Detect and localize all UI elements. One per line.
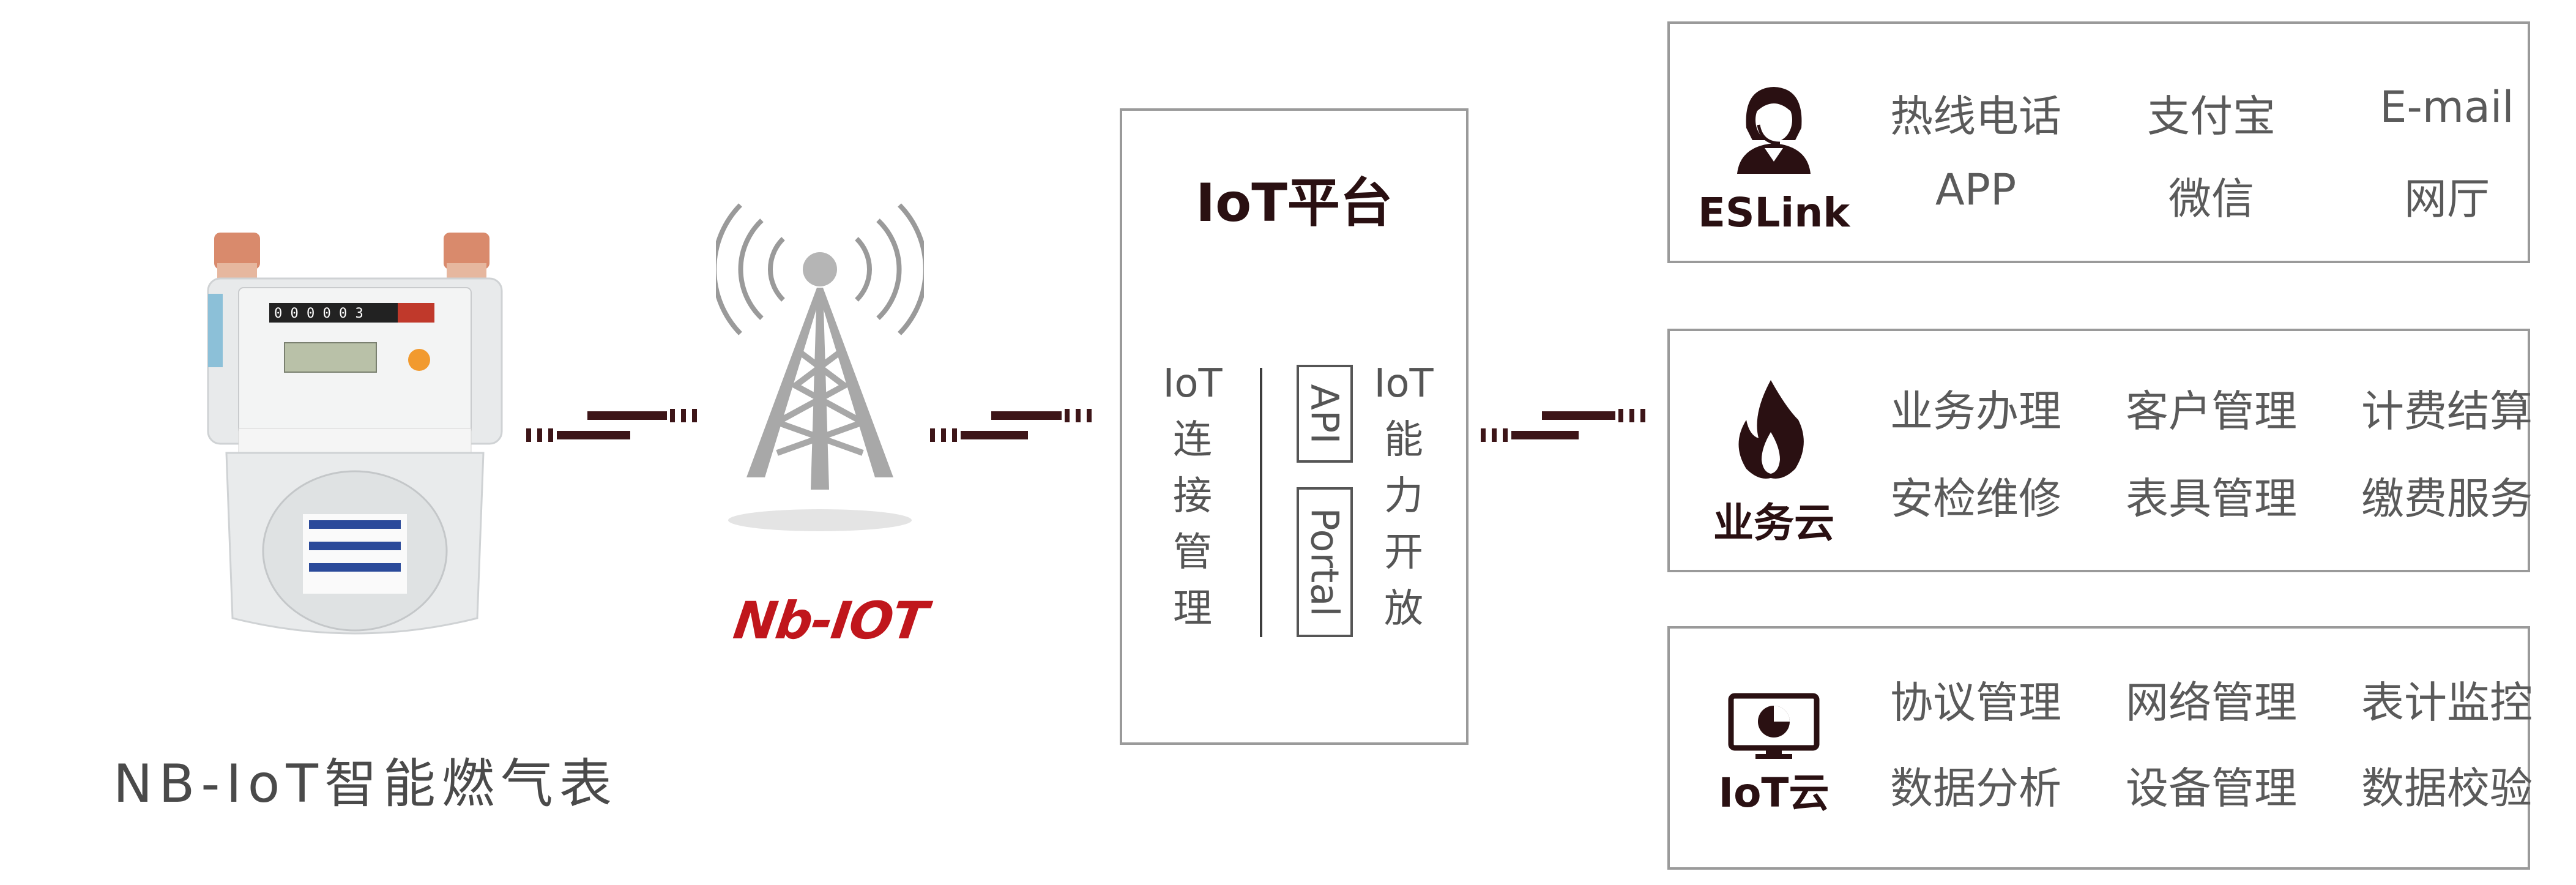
panel-label: 业务云 bbox=[1713, 499, 1834, 547]
svg-text:0 0 0 0 0 3: 0 0 0 0 0 3 bbox=[274, 306, 363, 321]
platform-left-column: IoT 连 接 管 理 bbox=[1159, 356, 1226, 637]
meter-caption: NB-IoT智能燃气表 bbox=[113, 753, 618, 815]
service-item: 安检维修 bbox=[1890, 474, 2061, 524]
service-item: 热线电话 bbox=[1890, 91, 2061, 141]
nb-iot-logo: Nb-IOT bbox=[730, 591, 931, 651]
panel-label: IoT云 bbox=[1718, 769, 1830, 816]
person-headset-icon bbox=[1737, 87, 1811, 174]
service-item: 支付宝 bbox=[2147, 91, 2276, 141]
cell-tower-icon bbox=[712, 202, 928, 545]
left-col-text: 管 bbox=[1173, 530, 1212, 575]
api-label: API bbox=[1302, 383, 1347, 444]
service-item: 网厅 bbox=[2404, 174, 2490, 224]
connector-dots-2b bbox=[1065, 409, 1092, 422]
service-item: 缴费服务 bbox=[2361, 474, 2533, 524]
connector-dash-3b bbox=[1542, 411, 1615, 420]
flame-icon bbox=[1738, 380, 1804, 479]
platform-title: IoT平台 bbox=[1196, 173, 1393, 234]
connector-dash-2b bbox=[991, 411, 1062, 420]
portal-box: Portal bbox=[1297, 487, 1353, 637]
service-item: 数据校验 bbox=[2361, 763, 2533, 813]
connector-dash-1a bbox=[557, 431, 630, 439]
service-item: E-mail bbox=[2380, 82, 2514, 132]
gas-meter-image: 0 0 0 0 0 3 bbox=[202, 220, 508, 649]
right-col-text: 放 bbox=[1384, 586, 1423, 632]
right-col-text: 力 bbox=[1384, 474, 1423, 519]
iot-platform-box: IoT平台 IoT 连 接 管 理 API Portal IoT 能 力 开 放 bbox=[1120, 108, 1469, 745]
connector-dash-1b bbox=[587, 411, 667, 420]
panel-business-cloud: 业务云 业务办理 客户管理 计费结算 安检维修 表具管理 缴费服务 bbox=[1667, 329, 2533, 572]
right-col-text: 能 bbox=[1384, 417, 1423, 463]
platform-right-column: IoT 能 力 开 放 bbox=[1367, 356, 1440, 637]
right-col-text: IoT bbox=[1374, 361, 1434, 406]
service-item: 客户管理 bbox=[2126, 386, 2297, 436]
connector-dots-1b bbox=[670, 409, 697, 422]
service-item: 表计监控 bbox=[2361, 678, 2533, 728]
service-item: 网络管理 bbox=[2126, 678, 2297, 728]
service-item: 计费结算 bbox=[2361, 386, 2533, 436]
portal-label: Portal bbox=[1302, 507, 1347, 617]
service-item: 数据分析 bbox=[1890, 763, 2061, 813]
connector-dash-3a bbox=[1511, 431, 1579, 439]
api-box: API bbox=[1297, 365, 1353, 463]
left-col-text: 连 bbox=[1173, 417, 1212, 463]
service-item: 表具管理 bbox=[2126, 474, 2297, 524]
left-col-text: IoT bbox=[1163, 361, 1223, 406]
connector-dots-3 bbox=[1481, 428, 1508, 442]
service-item: 业务办理 bbox=[1890, 386, 2061, 436]
left-col-text: 接 bbox=[1173, 474, 1212, 519]
connector-dots-3b bbox=[1618, 409, 1645, 422]
service-item: 微信 bbox=[2168, 174, 2254, 224]
connector-dots-1 bbox=[526, 428, 553, 442]
panel-label: ESLink bbox=[1697, 189, 1850, 236]
connector-dots-2 bbox=[930, 428, 957, 442]
service-item: APP bbox=[1935, 165, 2017, 215]
panel-iot-cloud: IoT云 协议管理 网络管理 表计监控 数据分析 设备管理 数据校验 bbox=[1667, 626, 2533, 870]
service-item: 设备管理 bbox=[2126, 763, 2297, 813]
connector-dash-2a bbox=[961, 431, 1028, 439]
panel-eslink: ESLink 热线电话 支付宝 E-mail APP 微信 网厅 bbox=[1667, 21, 2530, 263]
monitor-chart-icon bbox=[1728, 693, 1820, 759]
right-col-text: 开 bbox=[1384, 530, 1423, 575]
platform-divider bbox=[1260, 368, 1262, 637]
service-item: 协议管理 bbox=[1890, 678, 2061, 728]
left-col-text: 理 bbox=[1173, 586, 1212, 632]
